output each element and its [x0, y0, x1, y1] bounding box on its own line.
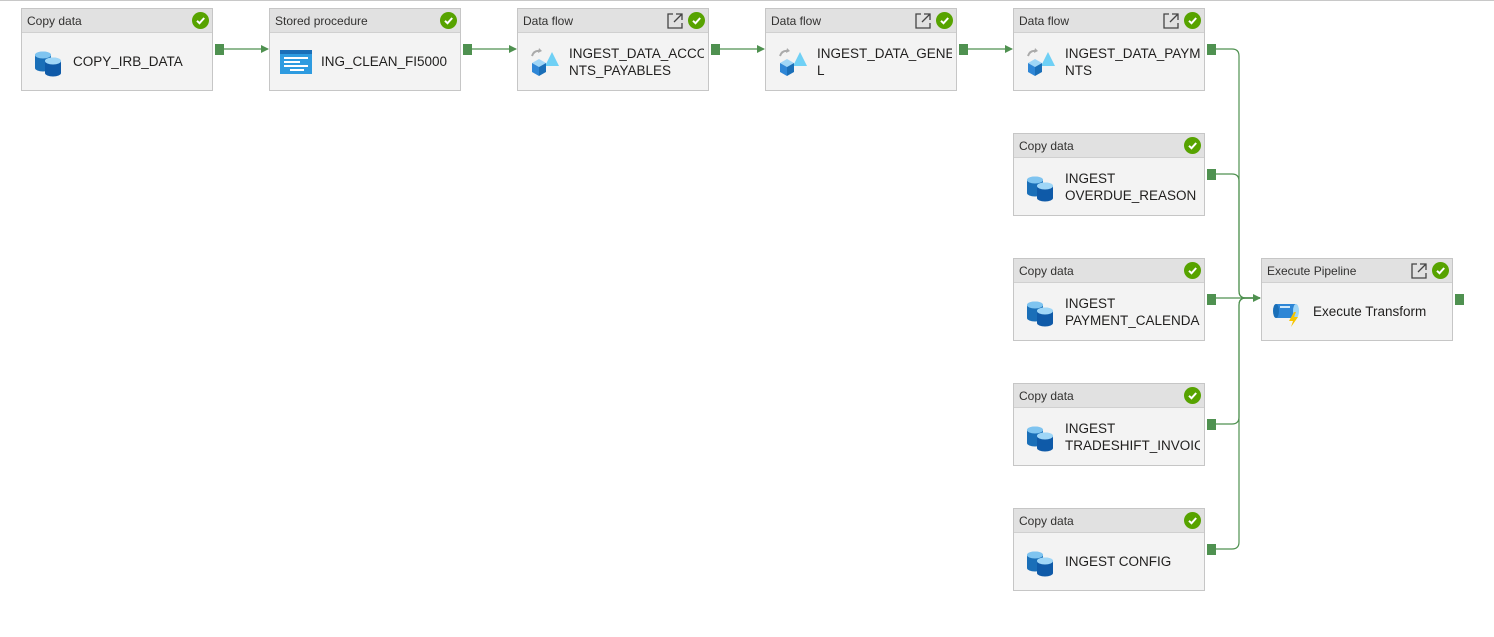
- succeeded-icon: [1184, 387, 1201, 404]
- output-port[interactable]: [1455, 294, 1464, 305]
- activity-ingest-payment-calendar[interactable]: Copy data INGEST PAYMENT_CALENDAR: [1013, 258, 1216, 341]
- stored-procedure-icon: [280, 50, 312, 74]
- activity-ing-clean-fi5000[interactable]: Stored procedure ING_CLEAN_FI5000: [269, 8, 472, 91]
- activity-type-label: Data flow: [523, 14, 574, 28]
- activity-name: INGEST_DATA_GENERA L: [817, 45, 952, 78]
- activity-name: INGEST_DATA_ACCOU NTS_PAYABLES: [569, 45, 704, 78]
- succeeded-icon: [688, 12, 705, 29]
- activity-ingest-data-general[interactable]: Data flow INGEST_DATA_GENERA L: [765, 8, 968, 91]
- activity-type-label: Stored procedure: [275, 14, 368, 28]
- data-flow-icon: [779, 48, 807, 76]
- activity-ingest-data-accounts-payables[interactable]: Data flow INGEST_DATA_ACCOU NTS_PAYABLES: [517, 8, 720, 91]
- open-external-icon[interactable]: [1410, 262, 1428, 280]
- activity-name: ING_CLEAN_FI5000: [321, 54, 448, 69]
- activity-name: INGEST OVERDUE_REASON: [1065, 170, 1197, 203]
- output-port[interactable]: [711, 44, 720, 55]
- activity-type-label: Copy data: [27, 14, 82, 28]
- activity-type-header: Data flow: [518, 9, 708, 33]
- activity-execute-transform[interactable]: Execute Pipeline Execute Transform: [1261, 258, 1464, 341]
- activity-name: INGEST TRADESHIFT_INVOIC...: [1065, 420, 1200, 453]
- succeeded-icon: [192, 12, 209, 29]
- activity-name: INGEST PAYMENT_CALENDAR: [1065, 295, 1200, 328]
- activity-ingest-data-payments[interactable]: Data flow INGEST_DATA_PAYME NTS: [1013, 8, 1216, 91]
- activity-type-header: Data flow: [1014, 9, 1204, 33]
- output-port[interactable]: [959, 44, 968, 55]
- canvas-top-border: [0, 0, 1494, 1]
- copy-data-icon: [1027, 176, 1053, 202]
- activity-type-label: Copy data: [1019, 264, 1074, 278]
- succeeded-icon: [1184, 262, 1201, 279]
- activity-type-label: Copy data: [1019, 514, 1074, 528]
- activity-name: INGEST CONFIG: [1065, 554, 1172, 569]
- activity-type-header: Copy data: [1014, 509, 1204, 533]
- output-port[interactable]: [1207, 44, 1216, 55]
- activity-copy-irb-data[interactable]: Copy data COPY_IRB_DATA: [21, 8, 224, 91]
- output-port[interactable]: [1207, 419, 1216, 430]
- connector-overdue-to-execute: [1216, 173, 1260, 299]
- activity-type-header: Stored procedure: [270, 9, 460, 33]
- open-external-icon[interactable]: [914, 12, 932, 30]
- open-external-icon[interactable]: [666, 12, 684, 30]
- output-port[interactable]: [463, 44, 472, 55]
- activity-ingest-tradeshift-invoice[interactable]: Copy data INGEST TRADESHIFT_INVOIC...: [1013, 383, 1216, 466]
- activity-type-label: Data flow: [1019, 14, 1070, 28]
- output-port[interactable]: [1207, 544, 1216, 555]
- activity-type-header: Copy data: [22, 9, 212, 33]
- succeeded-icon: [1184, 512, 1201, 529]
- activity-name: COPY_IRB_DATA: [73, 54, 183, 69]
- output-port[interactable]: [1207, 169, 1216, 180]
- execute-pipeline-icon: [1273, 304, 1299, 327]
- activity-type-header: Data flow: [766, 9, 956, 33]
- copy-data-icon: [1027, 426, 1053, 452]
- activity-type-header: Execute Pipeline: [1262, 259, 1452, 283]
- succeeded-icon: [936, 12, 953, 29]
- connector-config-to-execute: [1216, 297, 1260, 550]
- succeeded-icon: [440, 12, 457, 29]
- copy-data-icon: [1027, 301, 1053, 327]
- activity-type-header: Copy data: [1014, 134, 1204, 158]
- activity-type-label: Execute Pipeline: [1267, 264, 1357, 278]
- open-external-icon[interactable]: [1162, 12, 1180, 30]
- copy-data-icon: [1027, 551, 1053, 577]
- activity-ingest-overdue-reason[interactable]: Copy data INGEST OVERDUE_REASON: [1013, 133, 1216, 216]
- activity-name: INGEST_DATA_PAYME NTS: [1065, 45, 1200, 78]
- data-flow-icon: [1027, 48, 1055, 76]
- succeeded-icon: [1432, 262, 1449, 279]
- activity-ingest-config[interactable]: Copy data INGEST CONFIG: [1013, 508, 1216, 591]
- output-port[interactable]: [215, 44, 224, 55]
- data-flow-icon: [531, 48, 559, 76]
- succeeded-icon: [1184, 12, 1201, 29]
- copy-data-icon: [35, 51, 61, 77]
- activity-type-label: Data flow: [771, 14, 822, 28]
- activity-type-header: Copy data: [1014, 384, 1204, 408]
- succeeded-icon: [1184, 137, 1201, 154]
- activity-type-label: Copy data: [1019, 139, 1074, 153]
- output-port[interactable]: [1207, 294, 1216, 305]
- activity-type-header: Copy data: [1014, 259, 1204, 283]
- connector-tradeshift-to-execute: [1216, 297, 1260, 425]
- activity-type-label: Copy data: [1019, 389, 1074, 403]
- activity-name: Execute Transform: [1313, 304, 1427, 319]
